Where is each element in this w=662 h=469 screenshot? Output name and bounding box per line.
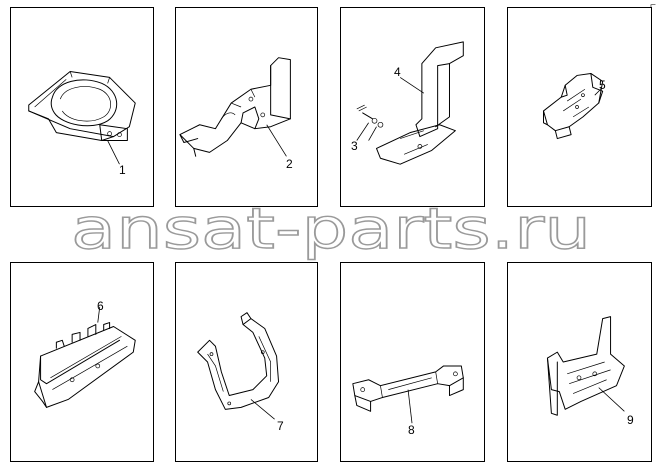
part-9-drawing — [546, 316, 625, 416]
panel-part-7[interactable]: 7 — [175, 262, 318, 462]
part-2-drawing — [179, 57, 291, 157]
callout-7: 7 — [277, 419, 284, 433]
callout-5: 5 — [599, 78, 606, 92]
callout-3: 3 — [351, 139, 358, 153]
part-1-drawing — [28, 71, 136, 165]
part-7-drawing — [197, 312, 280, 420]
part-8-drawing — [352, 365, 464, 424]
callout-9: 9 — [627, 413, 634, 427]
panel-part-8[interactable]: 8 — [340, 262, 485, 462]
part-5-drawing — [543, 72, 604, 140]
corner-mark: ⌐ — [650, 0, 656, 11]
panel-part-9[interactable]: 9 — [507, 262, 652, 462]
callout-8: 8 — [408, 423, 415, 437]
part-6-drawing — [34, 306, 136, 408]
callout-4: 4 — [394, 65, 401, 79]
panel-part-6[interactable]: 6 — [10, 262, 154, 462]
panel-parts-3-4[interactable]: 4 3 — [340, 7, 485, 207]
panel-part-2[interactable]: 2 — [175, 7, 318, 207]
panel-part-5[interactable]: 5 — [507, 7, 652, 207]
parts-3-4-drawing — [356, 41, 464, 165]
callout-1: 1 — [119, 163, 126, 177]
callout-6: 6 — [97, 299, 104, 313]
panel-part-1[interactable]: 1 — [10, 7, 154, 207]
callout-2: 2 — [286, 157, 293, 171]
